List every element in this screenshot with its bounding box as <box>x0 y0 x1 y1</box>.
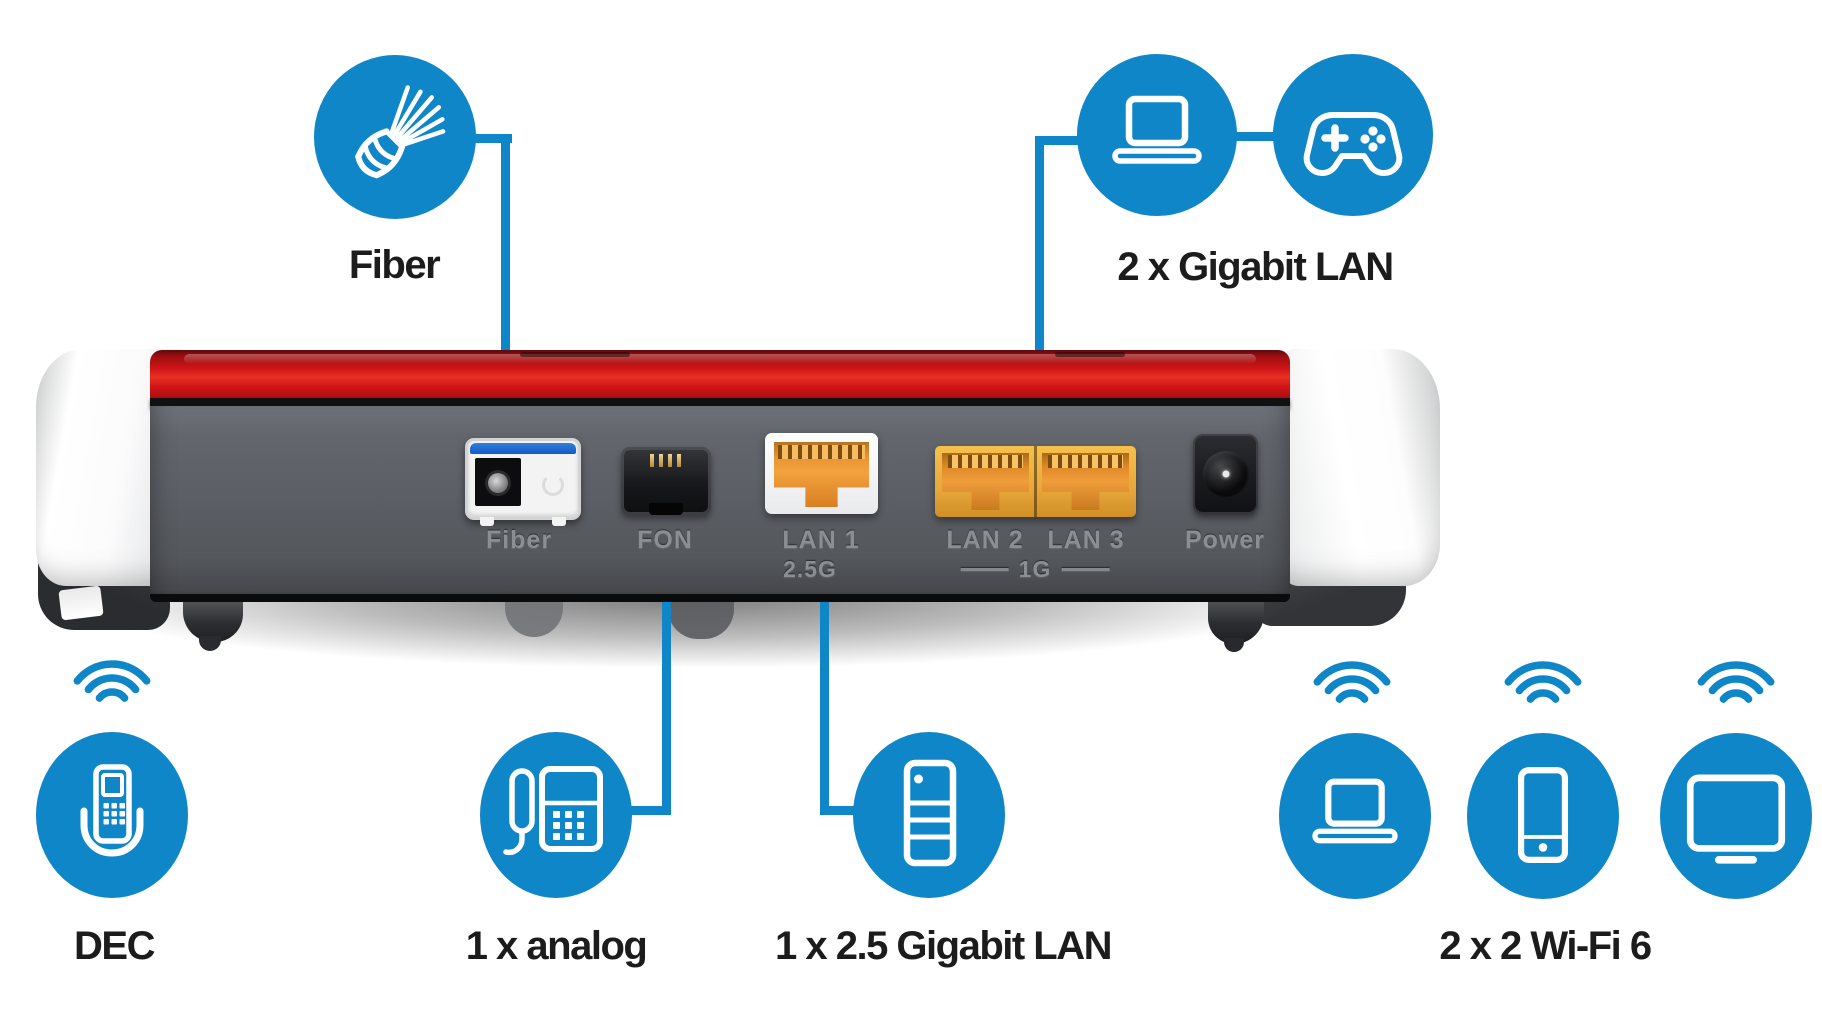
port-sublabel-1g-text: 1G <box>1018 556 1052 582</box>
fiber-bubble <box>314 55 476 219</box>
lan-2-5g-bubble <box>853 732 1005 898</box>
fiber-port-tab <box>552 517 566 526</box>
lan2-lan3-ports <box>935 446 1136 517</box>
port-label-lan1: LAN 1 <box>782 526 860 554</box>
bubble-link-line <box>1229 132 1281 141</box>
game-controller-icon <box>1303 112 1403 176</box>
wifi-tv-bubble <box>1660 733 1812 899</box>
router-seam <box>150 398 1290 408</box>
lan1-connector-line <box>820 600 829 814</box>
gigabit-controller-bubble <box>1273 54 1433 216</box>
rj11-pin <box>677 454 681 467</box>
router-foot <box>183 598 243 642</box>
rj45-pins <box>948 455 1023 468</box>
router-foot-tip <box>1224 638 1244 652</box>
gigabit-lan-connector-line <box>1035 136 1085 145</box>
rj11-pin <box>650 454 654 467</box>
port-label-fiber: Fiber <box>485 526 553 554</box>
rj45-pins <box>778 445 865 459</box>
power-center-pin <box>1222 470 1229 478</box>
laptop-icon <box>1312 778 1398 844</box>
cordless-phone-icon <box>80 764 144 857</box>
fon-port <box>621 447 711 515</box>
fiber-callout-label: Fiber <box>348 243 441 287</box>
top-vent-slot <box>520 352 630 357</box>
tv-icon <box>1686 774 1786 864</box>
power-port <box>1193 434 1258 514</box>
lan-2-5g-callout-label: 1 x 2.5 Gigabit LAN <box>774 924 1113 968</box>
wireless-waves-icon <box>73 660 151 702</box>
fiber-cable-icon <box>355 85 446 179</box>
gigabit-lan-callout-label: 2 x Gigabit LAN <box>1117 245 1394 289</box>
port-sublabel-2-5g: 2.5G <box>783 556 837 582</box>
lan1-port <box>765 433 878 514</box>
top-vent-slot <box>1055 352 1125 357</box>
router-foot-tip <box>199 636 221 651</box>
smartphone-icon <box>1517 767 1569 863</box>
port-sublabel-1g: 1G <box>961 558 1110 581</box>
wifi-laptop-bubble <box>1279 733 1431 899</box>
port-label-fon: FON <box>637 526 693 554</box>
lan1-connector-line <box>820 806 864 815</box>
analog-connector-line <box>626 806 671 815</box>
wifi-smartphone-bubble <box>1467 733 1619 899</box>
power-barrel-socket <box>1202 451 1249 497</box>
port-divider <box>1034 446 1037 517</box>
fiber-connector-line <box>468 134 512 143</box>
gigabit-laptop-bubble <box>1077 54 1237 216</box>
laptop-icon <box>1112 95 1202 164</box>
analog-callout-label: 1 x analog <box>465 924 648 968</box>
port-label-lan3: LAN 3 <box>1047 526 1125 554</box>
router-body <box>150 350 1290 602</box>
port-label-lan2: LAN 2 <box>946 526 1024 554</box>
router-wall-notch <box>58 585 104 621</box>
wifi-callout-label: 2 x 2 Wi-Fi 6 <box>1439 924 1652 968</box>
rj11-pin <box>659 454 663 467</box>
red-gloss-highlight <box>184 354 1256 364</box>
router-bottom-edge <box>150 594 1290 602</box>
fiber-port-tab <box>480 517 494 526</box>
port-label-power: Power <box>1184 526 1266 554</box>
dect-bubble <box>36 732 188 898</box>
fiber-connector-line <box>501 134 510 360</box>
wifi-waves-icon <box>1697 661 1775 703</box>
server-icon <box>903 759 957 867</box>
fiber-port-blue-bar <box>470 443 576 454</box>
analog-bubble <box>480 732 632 898</box>
analog-connector-line <box>662 600 671 814</box>
fiber-port-lens <box>488 473 508 493</box>
rj11-pin <box>668 454 672 467</box>
wifi-waves-icon <box>1504 661 1582 703</box>
desk-phone-icon <box>503 766 603 856</box>
rj11-latch-slot <box>649 503 683 515</box>
fiber-port-socket <box>475 458 521 506</box>
dect-callout-label: DEC <box>74 924 155 968</box>
router-end-cap-right <box>1284 349 1440 586</box>
rj45-pins <box>1048 455 1123 468</box>
wifi-waves-icon <box>1313 661 1391 703</box>
gigabit-lan-connector-line <box>1035 136 1044 360</box>
fiber-port <box>465 438 581 526</box>
fiber-port-detail <box>542 474 564 496</box>
router-red-top <box>150 350 1290 400</box>
